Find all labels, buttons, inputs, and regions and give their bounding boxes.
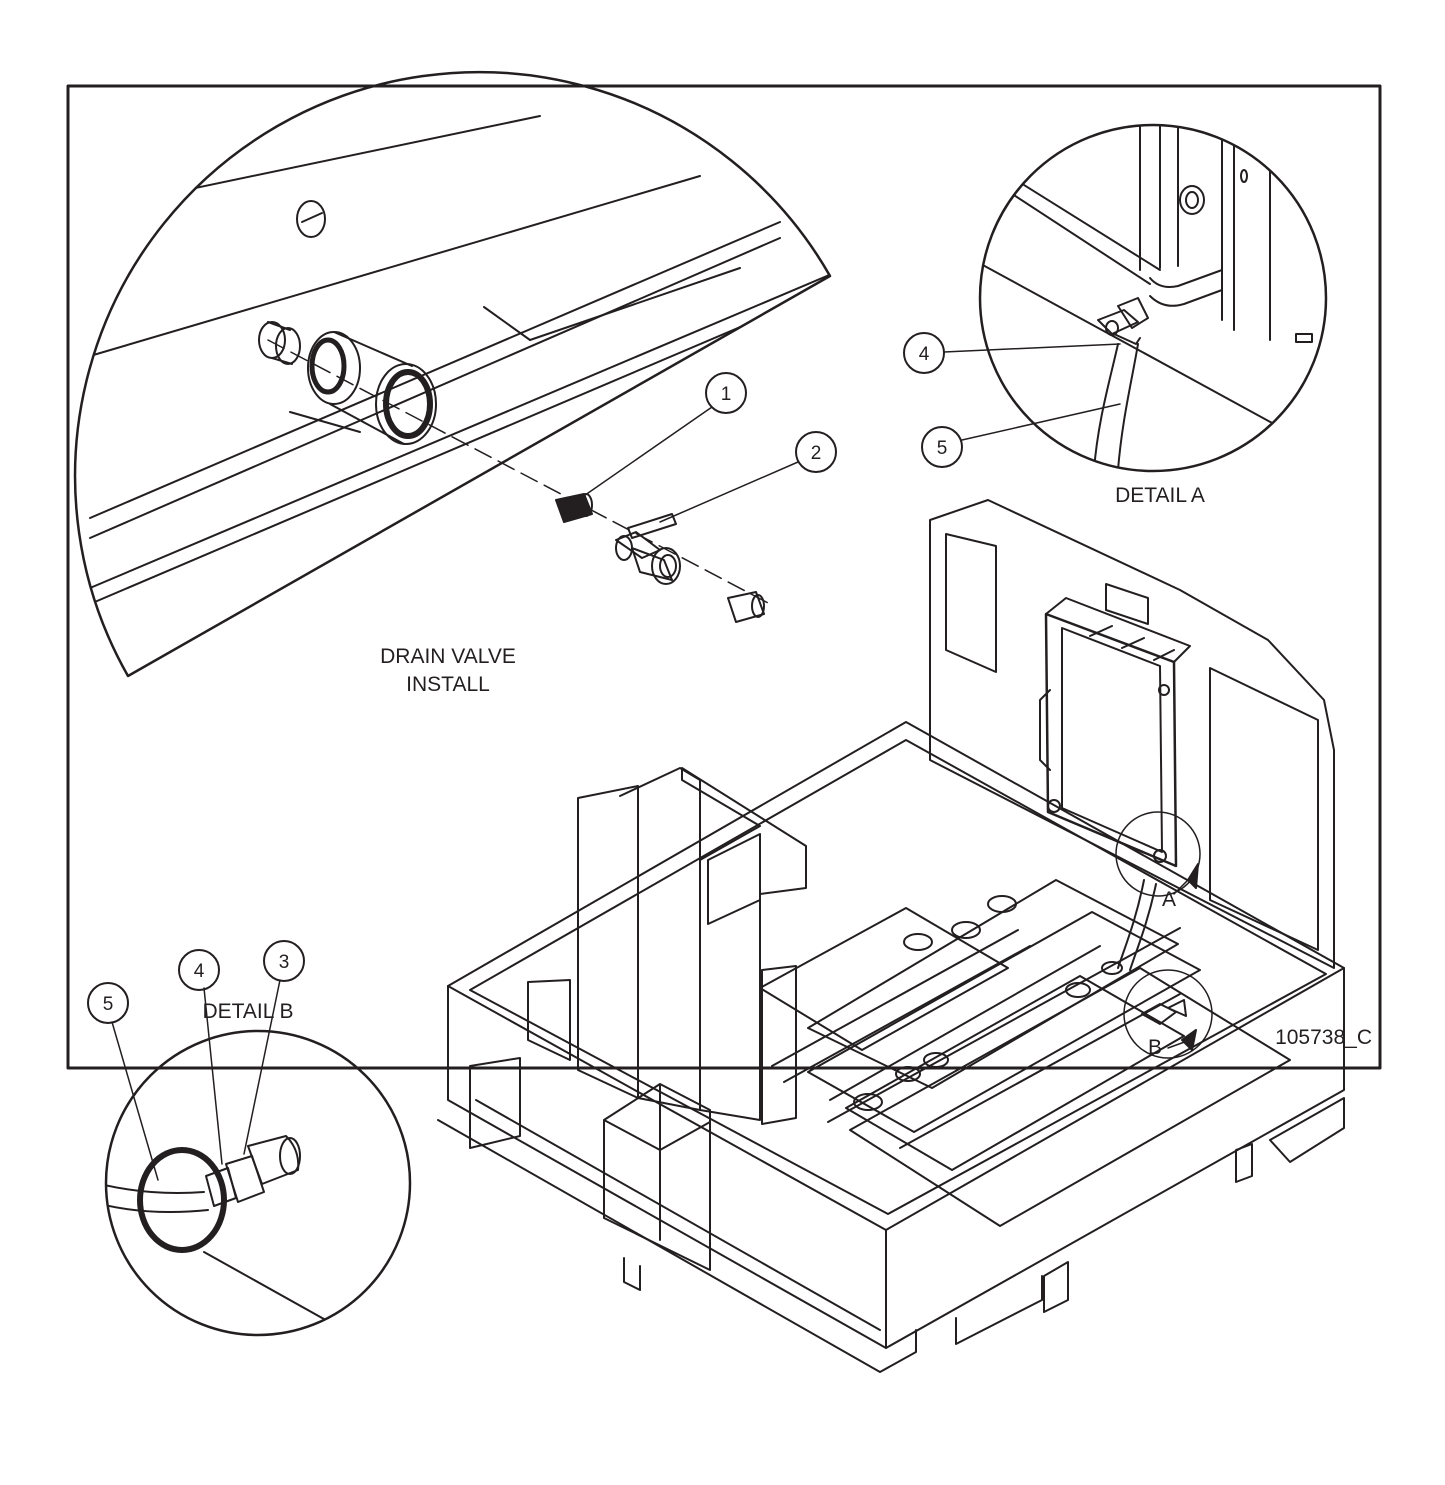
- base-inner-rim: [469, 739, 1327, 1215]
- front-tray: [603, 1083, 711, 1271]
- base-front-right-face: [885, 967, 1345, 1349]
- leader-2: [659, 461, 799, 523]
- detail-b-fitting: [106, 1135, 341, 1329]
- mount-hole: [951, 921, 981, 939]
- callout-a5-balloon: [921, 426, 963, 468]
- drain-plug: [727, 591, 765, 623]
- callout-b5-balloon: [87, 982, 129, 1024]
- part-1-nipple: [555, 493, 593, 523]
- back-panel-cutout-left: [945, 533, 997, 673]
- base-feet: [623, 1097, 1345, 1345]
- detail-a-boundary: [978, 123, 1328, 473]
- upright-plate: [681, 767, 807, 1121]
- center-mount-plate: [807, 879, 1179, 1089]
- detail-a-view: 4 5: [903, 123, 1328, 473]
- detail-b-arrow-stem: [1167, 1039, 1191, 1049]
- detail-b-fitting-main: [1141, 999, 1187, 1025]
- upright-left: [577, 785, 639, 1099]
- drain-valve-title-line1: DRAIN VALVE: [380, 645, 516, 668]
- mount-hole: [1101, 961, 1123, 975]
- detail-b-boundary: [104, 1029, 412, 1337]
- drain-view-boundary: [73, 70, 832, 678]
- drawing-border: [66, 84, 1382, 1070]
- detail-b-indicator: [1123, 969, 1213, 1059]
- callout-a4-number: 4: [919, 344, 930, 365]
- leader-b5: [111, 1021, 159, 1181]
- tank-pipe-fitting: [258, 321, 437, 445]
- callout-b5-number: 5: [103, 994, 114, 1015]
- drain-hose-main: [1117, 879, 1157, 971]
- mount-hole: [895, 1066, 921, 1082]
- callout-1-balloon: [705, 372, 747, 414]
- upright-support: [527, 979, 571, 1061]
- detail-a-title: DETAIL A: [1115, 484, 1205, 507]
- drain-valve-title-line2: INSTALL: [406, 673, 490, 696]
- frame-assembly: A B: [437, 499, 1345, 1373]
- part-2-ball-valve: [615, 513, 681, 585]
- callout-1-number: 1: [721, 384, 732, 405]
- callout-2-number: 2: [811, 443, 822, 464]
- leader-b3: [243, 979, 281, 1155]
- detail-b-view: 5 4 3: [87, 940, 412, 1337]
- base-lower-channel: [469, 1057, 881, 1331]
- view-letter-a: A: [1162, 888, 1176, 911]
- mount-hole: [1065, 982, 1091, 998]
- detail-b-title: DETAIL B: [202, 1000, 294, 1023]
- drain-valve-view: 1 2: [73, 70, 837, 678]
- lower-mount-plate: [845, 975, 1185, 1171]
- radiator: [1039, 597, 1191, 868]
- back-panel-cutout-right: [1209, 667, 1319, 951]
- detail-a-indicator: [1115, 811, 1201, 897]
- upright-center: [619, 767, 701, 1111]
- center-rail: [807, 911, 1201, 1133]
- drawing-number: 105738_C: [1275, 1026, 1372, 1049]
- callout-b3-number: 3: [279, 952, 290, 973]
- mount-hole: [923, 1052, 949, 1068]
- callout-b4-number: 4: [194, 961, 205, 982]
- detail-a-arrow-stem: [1173, 873, 1195, 895]
- callout-b3-balloon: [263, 940, 305, 982]
- mount-hole: [903, 933, 933, 951]
- detail-a-radiator-corner: [980, 125, 1326, 471]
- left-rail: [759, 907, 1031, 1083]
- leader-a5: [961, 403, 1121, 441]
- leader-a4: [943, 343, 1121, 353]
- callout-b4-balloon: [178, 949, 220, 991]
- leader-1: [577, 406, 713, 501]
- tank-panel: [89, 115, 831, 605]
- back-panel: [929, 499, 1335, 969]
- mount-hole: [853, 1093, 883, 1111]
- leader-b4: [203, 987, 223, 1165]
- callout-2-balloon: [795, 431, 837, 473]
- callout-a4-balloon: [903, 332, 945, 374]
- mount-hole: [987, 895, 1017, 913]
- assembly-centerline: [267, 339, 771, 605]
- upright-bracket: [707, 833, 797, 1125]
- view-letter-b: B: [1148, 1036, 1162, 1059]
- callout-a5-number: 5: [937, 438, 948, 459]
- back-panel-slot: [1105, 583, 1149, 625]
- base-left-lip: [437, 1119, 917, 1373]
